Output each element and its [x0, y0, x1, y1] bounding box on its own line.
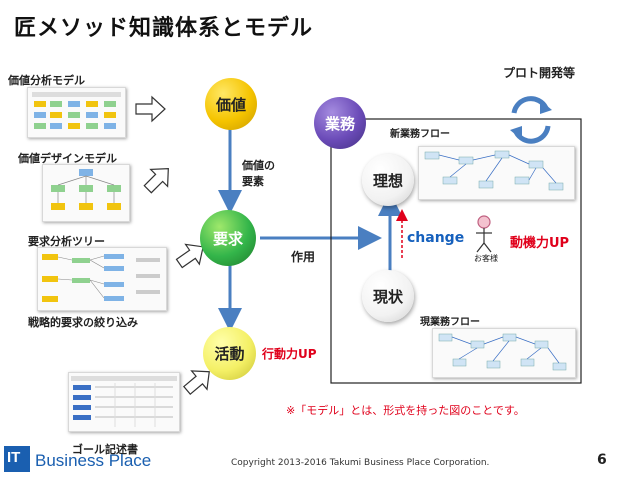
- node-value: 価値: [205, 78, 257, 130]
- label-value-design: 価値デザインモデル: [18, 152, 117, 165]
- value-design-model-thumbnail: [42, 164, 130, 222]
- hollow-arrow-3: [175, 243, 204, 269]
- requirement-tree-thumbnail: [37, 247, 167, 311]
- customer-icon: [476, 215, 492, 253]
- logo-text: Business Place: [35, 451, 152, 470]
- label-new-flow: 新業務フロー: [390, 129, 450, 140]
- node-business: 業務: [314, 97, 366, 149]
- label-motivation-up: 動機力UP: [510, 236, 570, 251]
- label-requirement-tree: 要求分析ツリー: [28, 235, 105, 248]
- label-action-up: 行動力UP: [262, 347, 317, 361]
- logo-it: IT: [7, 449, 21, 466]
- label-strategic-narrowing: 戦略的要求の絞り込み: [28, 316, 138, 329]
- goal-statement-thumbnail: [68, 372, 180, 432]
- label-action: 作用: [291, 250, 316, 264]
- copyright: Copyright 2013-2016 Takumi Business Plac…: [231, 458, 490, 468]
- hollow-arrow-1: [135, 95, 166, 123]
- hollow-arrow-4: [182, 370, 210, 396]
- label-value-analysis: 価値分析モデル: [8, 74, 85, 87]
- label-goal-statement: ゴール記述書: [72, 443, 138, 456]
- node-requirement: 要求: [200, 210, 256, 266]
- label-current-flow: 現業務フロー: [420, 317, 480, 328]
- node-ideal: 理想: [362, 154, 414, 206]
- current-business-flow-thumbnail: [432, 328, 576, 378]
- page-title: 匠メソッド知識体系とモデル: [14, 16, 314, 41]
- label-customer: お客様: [474, 254, 498, 263]
- value-analysis-model-thumbnail: [27, 87, 126, 138]
- label-prototype: プロト開発等: [503, 66, 576, 80]
- new-business-flow-thumbnail: [418, 146, 575, 200]
- label-value-elements: 価値の 要素: [242, 159, 275, 188]
- business-frame: [330, 118, 582, 384]
- note-text: ※「モデル」とは、形式を持った図のことです。: [286, 404, 525, 417]
- label-change: change: [407, 230, 465, 246]
- node-current: 現状: [362, 270, 414, 322]
- page-number: 6: [597, 452, 607, 468]
- node-activity: 活動: [203, 327, 256, 380]
- hollow-arrow-2: [143, 168, 169, 194]
- logo-mark: [4, 446, 30, 472]
